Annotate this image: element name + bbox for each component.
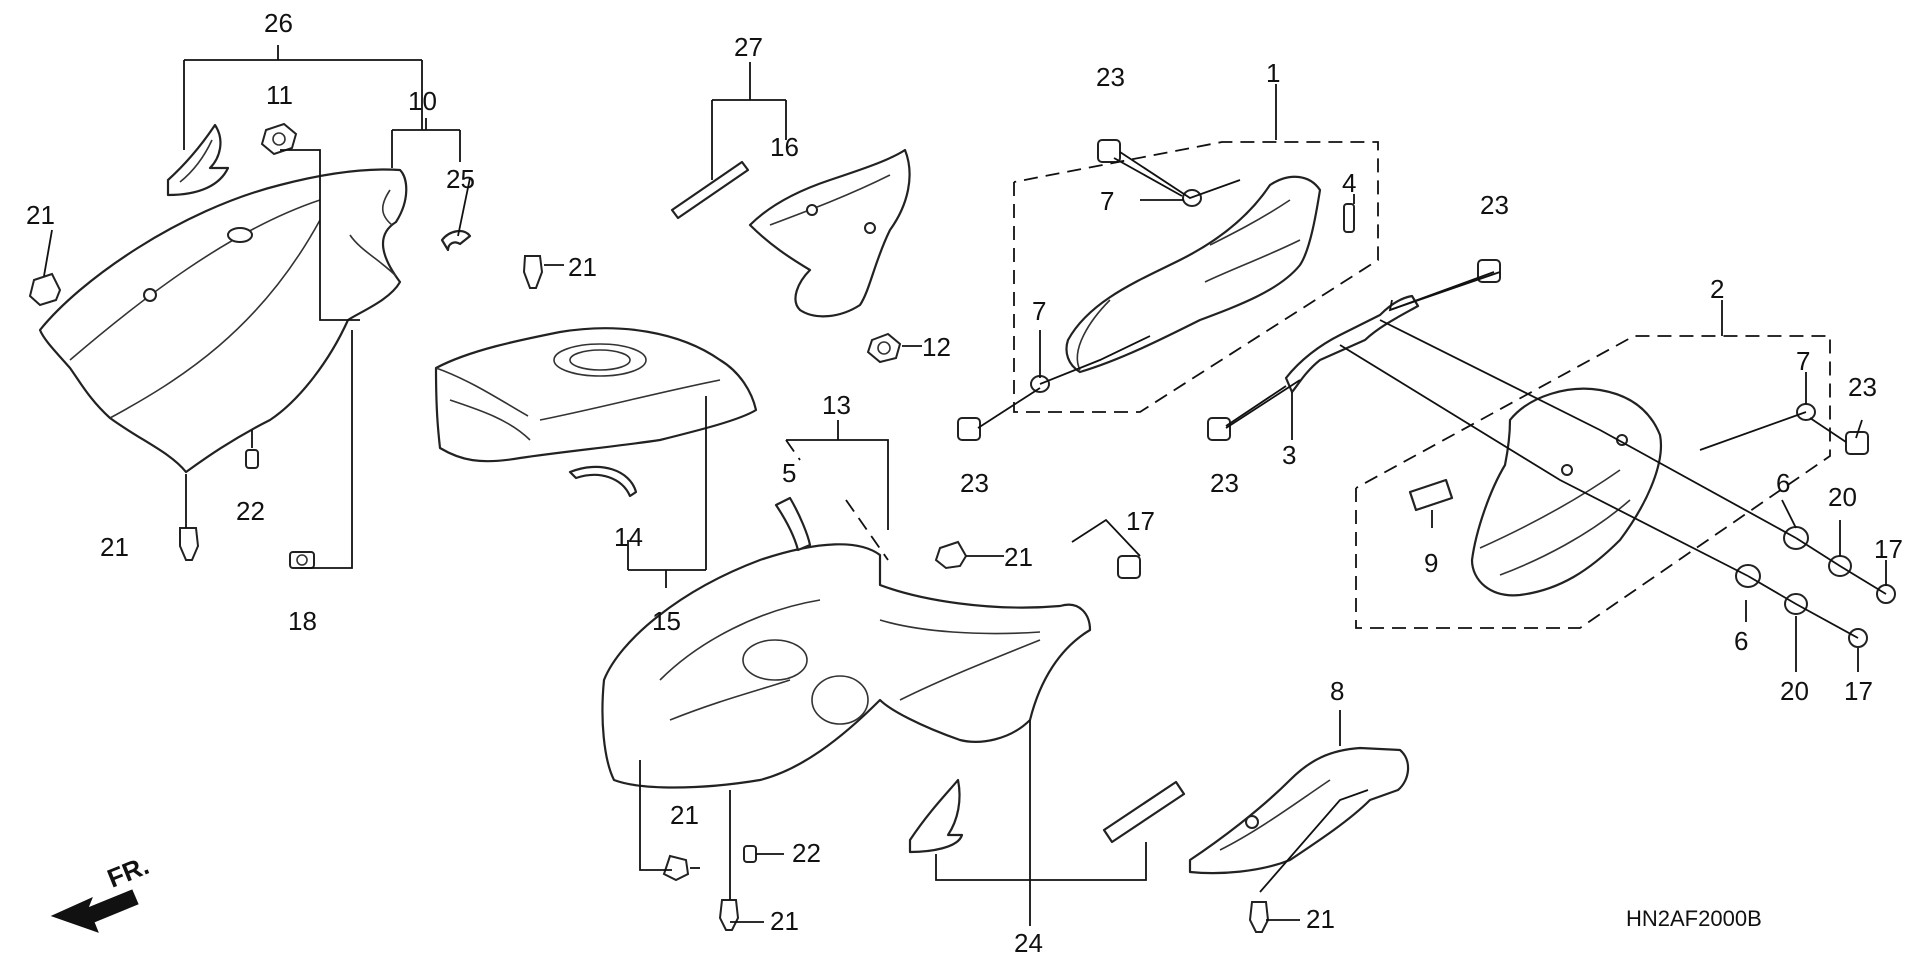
callout-7-b: 7 <box>1032 296 1046 326</box>
clip-21-f <box>718 899 740 931</box>
front-label: FR. <box>103 850 153 894</box>
bolt-23-c <box>1207 417 1231 441</box>
part-27-stripe-decal <box>670 160 750 220</box>
part-12-nut <box>866 332 902 364</box>
screw-22-a <box>245 449 259 469</box>
bolt-18 <box>1117 555 1141 579</box>
part-4-pin <box>1343 203 1355 233</box>
callout-20-b: 20 <box>1780 676 1809 706</box>
bolt-23-e <box>1845 431 1869 455</box>
part-2-side-panel <box>1470 387 1662 597</box>
part-8-rear-panel <box>1188 746 1410 875</box>
callout-18: 17 <box>1126 506 1155 536</box>
callout-21-c: 21 <box>100 532 129 562</box>
part-3-bracket <box>1284 294 1420 394</box>
callout-21-e: 21 <box>670 800 699 830</box>
callout-3: 3 <box>1282 440 1296 470</box>
callout-23-d: 23 <box>1480 190 1509 220</box>
callout-14: 14 <box>614 522 643 552</box>
part-26-emblem-decals <box>908 778 1186 854</box>
callout-labels: 26 11 10 25 21 22 21 18 21 14 15 27 16 1… <box>26 8 1903 958</box>
callout-7-c: 7 <box>1796 346 1810 376</box>
callout-23-a: 23 <box>1096 62 1125 92</box>
part-14-wire-clip <box>568 465 638 498</box>
part-24-clip <box>440 230 472 252</box>
clip-21-d <box>934 540 968 570</box>
callout-12: 12 <box>922 332 951 362</box>
callout-23-c: 23 <box>1210 468 1239 498</box>
clip-21-g <box>1248 901 1270 933</box>
part-16-inner-panel <box>748 148 911 318</box>
part-5-strip <box>774 496 812 552</box>
callout-16: 16 <box>770 132 799 162</box>
fasteners <box>28 139 1896 933</box>
callout-5: 5 <box>782 458 796 488</box>
callout-23-b: 23 <box>960 468 989 498</box>
bolt-23-b <box>957 417 981 441</box>
callout-26: 24 <box>1014 928 1043 958</box>
callout-6-a: 6 <box>1776 468 1790 498</box>
callout-21-d: 21 <box>1004 542 1033 572</box>
callout-11: 11 <box>266 80 293 110</box>
clip-21-c <box>179 527 200 561</box>
part-25-emblem-decal <box>166 123 230 197</box>
bolt-19 <box>289 551 315 569</box>
part-15-fuel-tank-cover <box>434 327 758 463</box>
part-9-label <box>1408 478 1454 512</box>
callout-13: 13 <box>822 390 851 420</box>
callout-2: 2 <box>1710 274 1724 304</box>
callout-17-b: 17 <box>1844 676 1873 706</box>
part-10-left-side-cover <box>38 168 408 474</box>
clip-21-b <box>522 255 544 289</box>
group-bracket-lines <box>43 45 1887 926</box>
callout-9: 9 <box>1424 548 1438 578</box>
callout-4: 4 <box>1342 168 1356 198</box>
callout-27: 27 <box>734 32 763 62</box>
callout-10: 10 <box>408 86 437 116</box>
callout-17-a: 17 <box>1874 534 1903 564</box>
callout-23-e: 23 <box>1848 372 1877 402</box>
callout-22-a: 22 <box>236 496 265 526</box>
clip-21-e <box>662 854 690 882</box>
callout-25: 26 <box>264 8 293 38</box>
clip-21-a <box>28 272 62 307</box>
screw-22-b <box>743 845 757 863</box>
callout-19: 18 <box>288 606 317 636</box>
callout-8: 8 <box>1330 676 1344 706</box>
callout-22-b: 22 <box>792 838 821 868</box>
part-11-nut <box>260 122 298 156</box>
callout-21-b: 21 <box>568 252 597 282</box>
diagram-code: HN2AF2000B <box>1626 906 1762 931</box>
callout-21-g: 21 <box>1306 904 1335 934</box>
callout-7-a: 7 <box>1100 186 1114 216</box>
front-direction-indicator: FR. <box>50 850 153 933</box>
callout-21-f: 21 <box>770 906 799 936</box>
part-13-front-cover <box>601 543 1092 789</box>
callout-24: 25 <box>446 164 475 194</box>
callout-20-a: 20 <box>1828 482 1857 512</box>
front-arrow-icon <box>50 889 139 933</box>
part-1-side-panel <box>1065 175 1322 374</box>
bolt-23-a <box>1097 139 1121 163</box>
callout-21-a: 21 <box>26 200 55 230</box>
callout-6-b: 6 <box>1734 626 1748 656</box>
callout-1: 1 <box>1266 58 1280 88</box>
callout-15: 15 <box>652 606 681 636</box>
